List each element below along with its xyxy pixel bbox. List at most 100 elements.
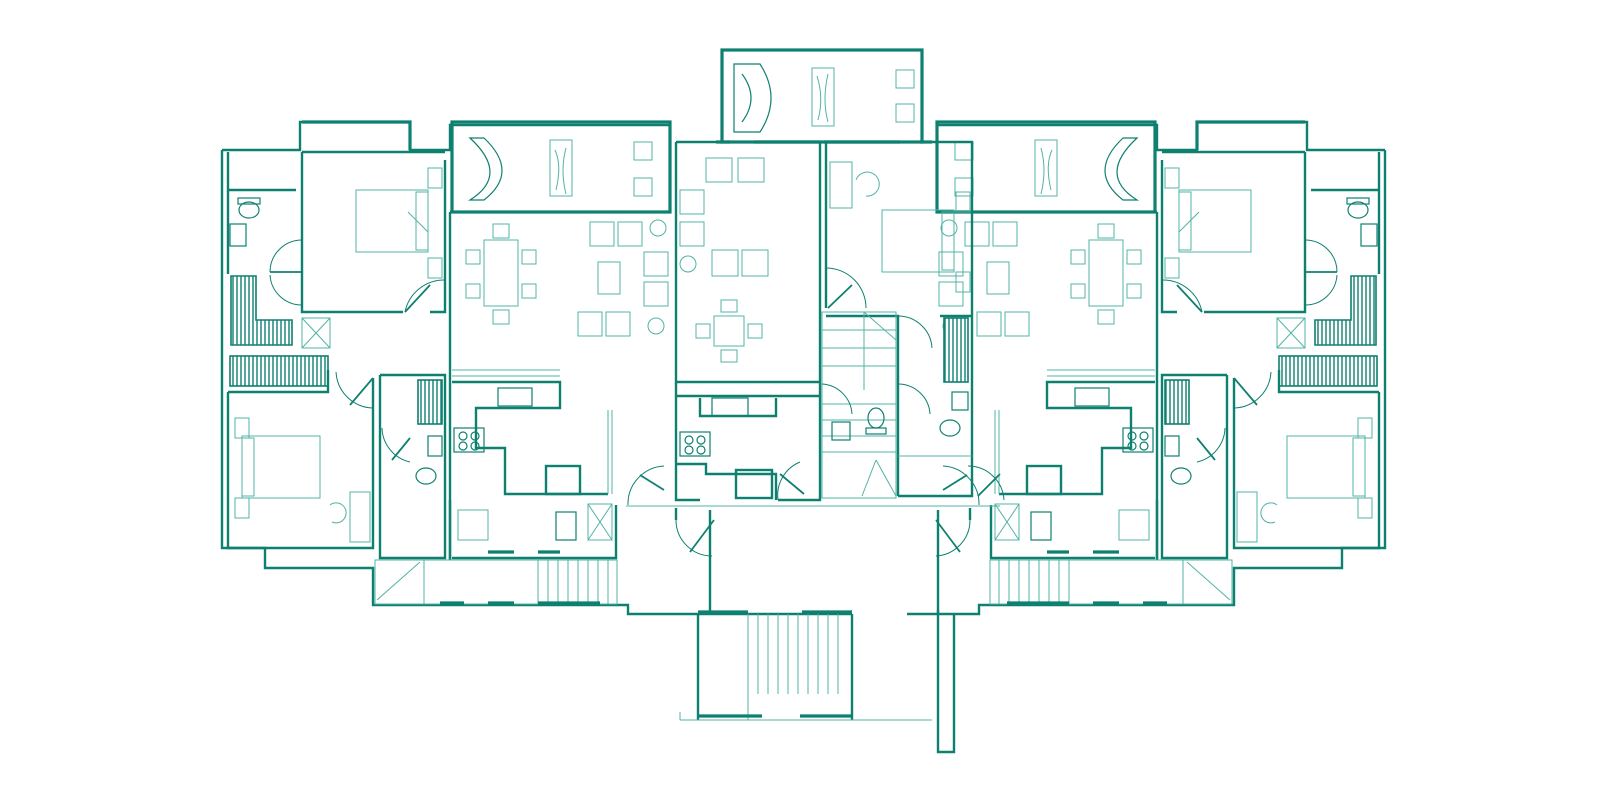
door-swing [381,427,411,463]
corridor-walls [674,508,972,614]
door [639,474,665,491]
dining-chair [720,349,738,363]
armchair [679,221,705,247]
center-walls [674,140,822,502]
door-swing [825,267,867,309]
door [935,519,961,553]
door-swing [269,239,303,273]
wood-grain [816,73,829,123]
upper-cabinet [452,369,560,377]
door-swing [269,274,303,306]
stair-diag [861,311,897,497]
armchair [617,221,643,247]
door-swing [897,383,931,415]
unit-center [626,48,1005,754]
counter [698,398,778,418]
toilet [415,467,437,485]
dining-chair [492,223,510,239]
stair-treads [822,312,896,453]
armchair [643,251,669,277]
armchair [643,281,669,307]
burner [470,431,480,441]
sofa [733,63,772,133]
door-swing [967,465,1005,501]
washer [457,509,489,541]
burner [458,441,468,451]
armchair [577,311,603,337]
entrance-pier [936,610,956,754]
duct [587,503,613,541]
duct-x [301,317,331,349]
window [698,610,852,718]
door [827,284,853,309]
burner [458,431,468,441]
stair-treads [423,560,609,604]
stair-diag [376,561,421,601]
unit-left [220,120,700,616]
patio-chair [895,103,915,123]
lamp [647,317,665,335]
toilet [867,407,885,429]
burner [470,441,480,451]
desk [349,491,371,543]
stair-landing [374,559,618,605]
coffee-table [597,261,621,295]
toilet [939,419,961,437]
sink [831,421,851,441]
kitchen-sink [711,397,749,417]
unit-right [905,120,1387,616]
toilet-tank [865,427,887,435]
entrance-stair [696,612,854,720]
dining-table [713,315,745,347]
door-swing [935,519,971,557]
lamp [649,219,667,237]
burner [696,435,706,445]
counter [676,462,778,500]
balcony-center [720,48,924,144]
dining-chair [521,283,537,299]
sofa [467,137,503,201]
bed-fold [407,211,429,233]
door [779,473,805,495]
bath-walls [226,152,296,274]
sink [229,223,247,247]
door-swing [675,519,713,557]
stove [453,427,485,453]
closet [417,379,443,425]
kitchen-bottom [448,500,618,560]
window [440,550,600,605]
patio-chair [895,69,915,89]
bed-pillow [415,191,429,251]
bed-pillow [241,437,255,497]
closet [943,317,969,383]
dining-chair [747,323,763,339]
door [977,473,1001,497]
duct [301,317,331,349]
desk [829,161,853,209]
burner [696,445,706,455]
chair [855,171,880,197]
balcony [450,120,672,214]
door [391,437,411,461]
door-swing [335,371,374,409]
bedroom-center-walls [824,140,974,498]
kitchen-counter [452,380,608,496]
burner [684,445,694,455]
sofa-arm [741,73,752,123]
dining-chair [695,323,711,339]
armchair [737,157,765,183]
stair-treads [679,614,932,721]
side-table [811,67,835,127]
dining-table [483,239,519,307]
patio-chair [633,141,653,161]
door-swing [821,383,853,415]
toilet [238,201,260,219]
wood-grain [554,147,567,195]
chair [329,502,347,524]
armchair [605,311,631,337]
armchair [741,249,769,277]
balcony-rail [302,120,412,150]
stair [821,311,897,499]
door-swing [404,279,446,313]
